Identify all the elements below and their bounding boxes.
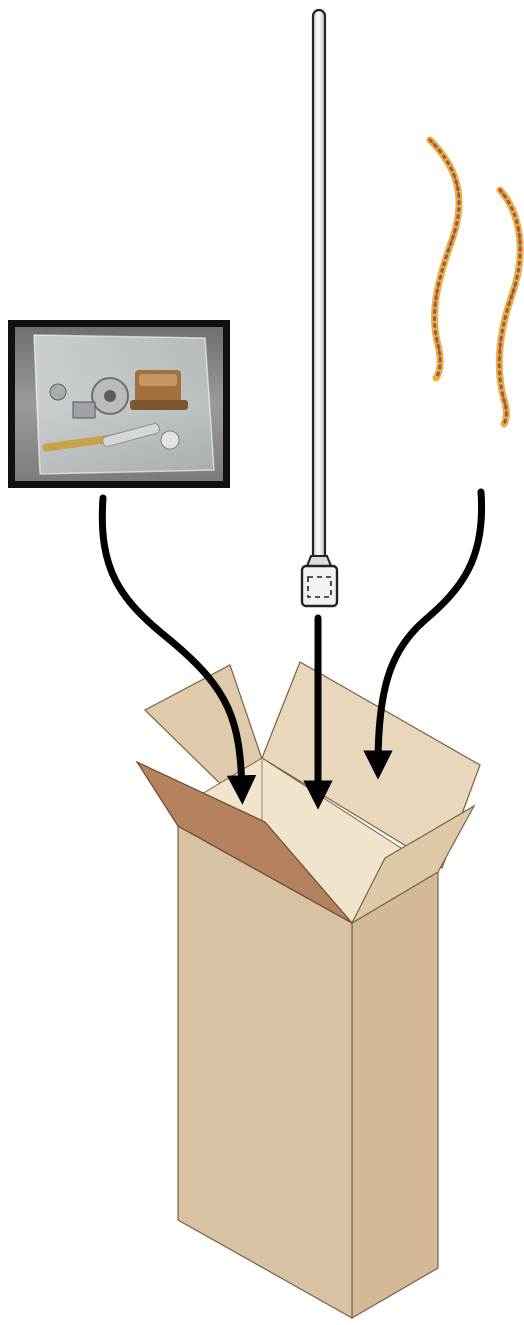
- nut: [73, 402, 95, 418]
- hardware-kit-photo: [8, 320, 230, 488]
- antenna-rod: [313, 10, 325, 565]
- open-cardboard-box: [137, 662, 480, 1318]
- wavy-strands: [430, 140, 520, 424]
- antenna: [302, 10, 337, 606]
- box-side: [352, 872, 438, 1318]
